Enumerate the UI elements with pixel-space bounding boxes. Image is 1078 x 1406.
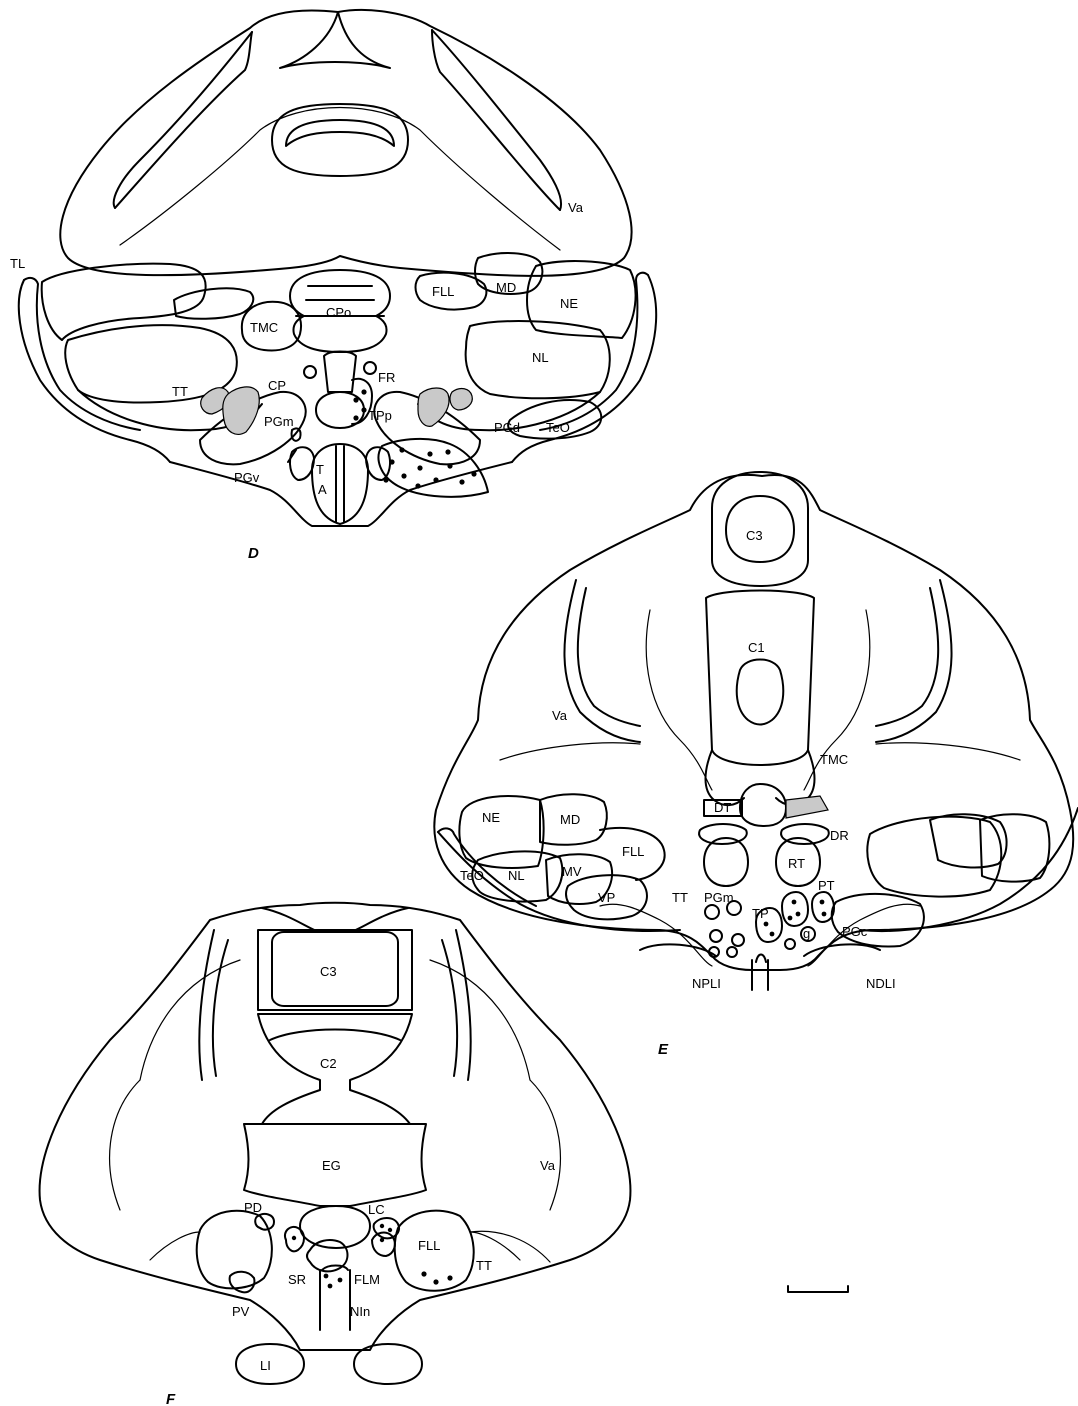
d-label-ta-t: T	[316, 462, 324, 477]
d-valvula-outline	[60, 10, 631, 276]
d-label-cp: CP	[268, 378, 286, 393]
d-label-teo: TeO	[546, 420, 570, 435]
d-label-tl: TL	[10, 256, 25, 271]
d-label-pgd: PGd	[494, 420, 520, 435]
e-label-g: g	[803, 926, 810, 941]
e-panel-letter: E	[658, 1041, 669, 1058]
f-label-va: Va	[540, 1158, 556, 1173]
f-label-nin: NIn	[350, 1304, 370, 1319]
d-label-nl: NL	[532, 350, 549, 365]
scale-bar	[788, 1286, 848, 1292]
panel-d: Va TL FLL MD NE TMC CPo NL CP FR TT TPp …	[10, 10, 656, 562]
e-label-tt: TT	[672, 890, 688, 905]
d-label-ne: NE	[560, 296, 578, 311]
d-label-md: MD	[496, 280, 516, 295]
d-label-tmc: TMC	[250, 320, 278, 335]
e-label-c3: C3	[746, 528, 763, 543]
f-label-c3: C3	[320, 964, 337, 979]
e-label-va: Va	[552, 708, 568, 723]
e-label-dr: DR	[830, 828, 849, 843]
e-label-teo: TeO	[460, 868, 484, 883]
d-label-fr: FR	[378, 370, 395, 385]
e-label-tmc: TMC	[820, 752, 848, 767]
d-label-tpp: TPp	[368, 408, 392, 423]
e-label-fll: FLL	[622, 844, 644, 859]
d-panel-letter: D	[248, 545, 259, 562]
e-label-dt: DT	[714, 800, 731, 815]
d-label-cpo: CPo	[326, 305, 351, 320]
e-label-vp: VP	[598, 890, 615, 905]
d-label-va: Va	[568, 200, 584, 215]
f-label-tt: TT	[476, 1258, 492, 1273]
e-label-pgc: PGc	[842, 924, 868, 939]
d-label-pgm: PGm	[264, 414, 294, 429]
f-label-li: LI	[260, 1358, 271, 1373]
d-label-pgv: PGv	[234, 470, 260, 485]
f-label-pv: PV	[232, 1304, 250, 1319]
e-label-npli: NPLI	[692, 976, 721, 991]
e-label-md: MD	[560, 812, 580, 827]
f-label-pd: PD	[244, 1200, 262, 1215]
panel-e: C3 C1 Va TMC NE MD DT DR FLL TeO NL MV V…	[434, 472, 1078, 1058]
e-label-ndli: NDLI	[866, 976, 896, 991]
d-label-fll: FLL	[432, 284, 454, 299]
e-label-mv: MV	[562, 864, 582, 879]
f-label-lc: LC	[368, 1202, 385, 1217]
f-panel-letter: F	[166, 1391, 176, 1406]
e-label-nl: NL	[508, 868, 525, 883]
e-label-rt: RT	[788, 856, 805, 871]
d-label-ta-a: A	[318, 482, 327, 497]
e-label-c1: C1	[748, 640, 765, 655]
e-label-ne: NE	[482, 810, 500, 825]
panel-f: C3 C2 Va EG PD LC FLL TT SR FLM PV NIn L…	[40, 903, 631, 1406]
e-label-pt: PT	[818, 878, 835, 893]
f-label-c2: C2	[320, 1056, 337, 1071]
f-label-eg: EG	[322, 1158, 341, 1173]
e-label-pgm: PGm	[704, 890, 734, 905]
d-label-tt: TT	[172, 384, 188, 399]
f-label-flm: FLM	[354, 1272, 380, 1287]
e-label-tp: TP	[752, 906, 769, 921]
f-label-sr: SR	[288, 1272, 306, 1287]
f-label-fll: FLL	[418, 1238, 440, 1253]
